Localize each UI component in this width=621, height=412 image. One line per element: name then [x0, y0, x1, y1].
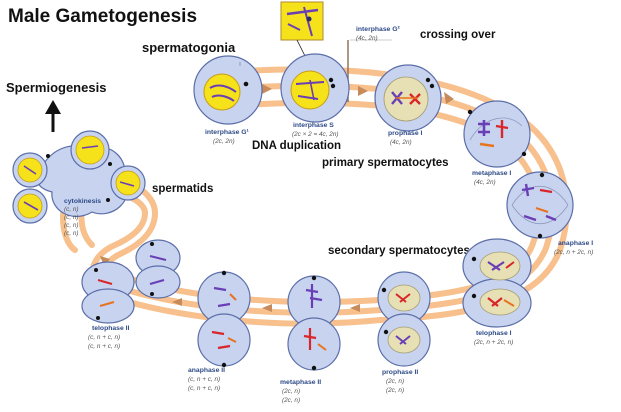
stage-ploidy-cytokinesis-4: (c, n) — [64, 230, 79, 237]
dna-duplication-inset — [280, 1, 324, 67]
stage-label-telophase-i: telophase I — [476, 330, 512, 337]
stage-ploidy-metaphase-ii-1: (2c, n) — [282, 388, 300, 395]
stage-ploidy-telophase-i: (2c, n + 2c, n) — [474, 339, 513, 346]
stage-ploidy-anaphase-ii-1: (c, n + c, n) — [188, 376, 220, 383]
arrow-icon — [444, 92, 454, 104]
stage-labels: interphase G¹ (2c, 2n) interphase S (2c … — [64, 122, 593, 404]
stage-label-prophase-i: prophase I — [388, 130, 422, 137]
label-interphase-g2: interphase G² — [356, 26, 401, 33]
arrow-icon — [262, 304, 272, 312]
label-dna-duplication: DNA duplication — [252, 140, 341, 152]
stage-ploidy-prophase-i: (4c, 2n) — [390, 139, 412, 146]
cell-interphase-s — [280, 53, 350, 123]
up-arrow-icon — [45, 100, 61, 132]
cell-telophase-ii — [81, 239, 181, 324]
stage-label-metaphase-ii: metaphase II — [280, 379, 321, 386]
cell-anaphase-i — [506, 171, 574, 239]
cell-metaphase-i — [463, 100, 531, 168]
stage-label-anaphase-ii: anaphase II — [188, 367, 225, 374]
arrow-icon — [350, 304, 360, 312]
stage-ploidy-interphase-g1: (2c, 2n) — [213, 138, 235, 145]
cell-prophase-ii — [377, 271, 431, 367]
label-spermatogonia: spermatogonia — [142, 40, 236, 55]
label-primary-spermatocytes: primary spermatocytes — [322, 157, 449, 169]
stage-ploidy-cytokinesis-1: (c, n) — [64, 206, 79, 213]
cell-interphase-g1 — [193, 55, 263, 125]
stage-label-anaphase-i: anaphase I — [558, 240, 593, 247]
stage-ploidy-telophase-ii-2: (c, n + c, n) — [88, 343, 120, 350]
cell-prophase-i — [374, 64, 442, 132]
arrow-icon — [262, 84, 272, 94]
cell-metaphase-ii — [287, 275, 341, 371]
label-spermiogenesis: Spermiogenesis — [6, 80, 106, 95]
arrow-icon — [358, 86, 368, 96]
stage-ploidy-anaphase-ii-2: (c, n + c, n) — [188, 385, 220, 392]
label-spermatids: spermatids — [152, 183, 213, 195]
cell-telophase-i — [462, 238, 532, 328]
label-secondary-spermatocytes: secondary spermatocytes — [328, 245, 470, 257]
stage-ploidy-cytokinesis-2: (c, n) — [64, 214, 79, 221]
stage-ploidy-telophase-ii-1: (c, n + c, n) — [88, 334, 120, 341]
stage-ploidy-prophase-ii-2: (2c, n) — [386, 387, 404, 394]
arrow-icon — [100, 256, 110, 266]
stage-ploidy-interphase-s: (2c × 2 = 4c, 2n) — [292, 131, 339, 138]
stage-label-metaphase-i: metaphase I — [472, 170, 511, 177]
stage-ploidy-metaphase-ii-2: (2c, n) — [282, 397, 300, 404]
label-crossing-over: crossing over — [420, 29, 496, 41]
stage-ploidy-prophase-ii-1: (2c, n) — [386, 378, 404, 385]
stage-ploidy-cytokinesis-3: (c, n) — [64, 222, 79, 229]
stage-ploidy-metaphase-i: (4c, 2n) — [474, 179, 496, 186]
cell-anaphase-ii — [197, 270, 251, 368]
stage-label-interphase-s: interphase S — [293, 122, 334, 129]
diagram-title: Male Gametogenesis — [8, 6, 197, 27]
stage-label-telophase-ii: telophase II — [92, 325, 130, 332]
label-interphase-g2-ploidy: (4c, 2n) — [356, 35, 378, 42]
arrow-icon — [172, 298, 182, 306]
stage-ploidy-anaphase-i: (2c, n + 2c, n) — [554, 249, 593, 256]
stage-label-interphase-g1: interphase G¹ — [205, 129, 250, 136]
stage-label-prophase-ii: prophase II — [382, 369, 418, 376]
stage-label-cytokinesis: cytokinesis — [64, 198, 101, 205]
spermatid-cluster — [12, 130, 146, 224]
